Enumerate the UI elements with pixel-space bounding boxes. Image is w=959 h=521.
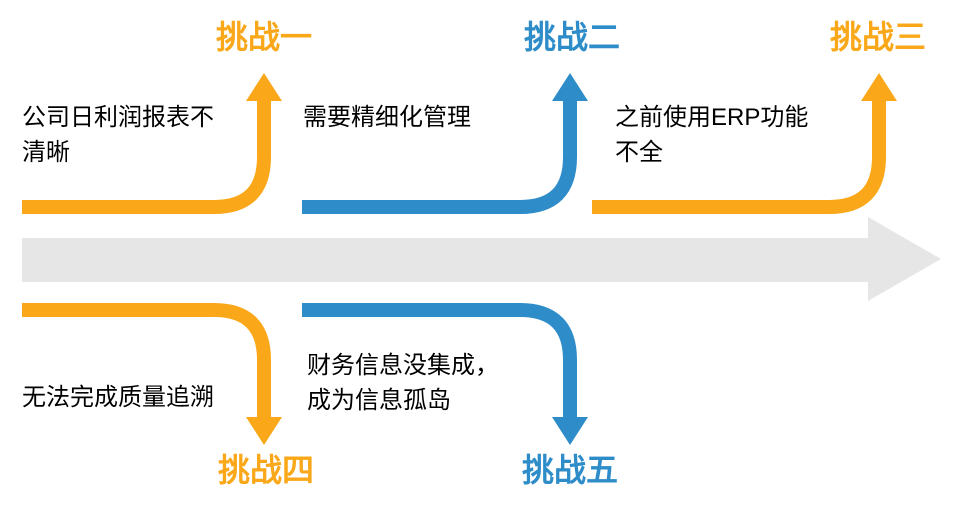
- challenge5-desc: 财务信息没集成， 成为信息孤岛: [307, 352, 499, 414]
- challenge3-label: 挑战三: [830, 19, 927, 55]
- challenge2-arrow-line: [302, 100, 577, 214]
- timeline-arrow: [22, 217, 941, 301]
- challenge5-arrow-line: [302, 303, 577, 418]
- challenge1-label: 挑战一: [216, 19, 313, 55]
- challenge3-arrowhead: [861, 73, 897, 101]
- challenge2-desc: 需要精细化管理: [303, 104, 471, 131]
- challenge3-desc: 之前使用ERP功能 不全: [615, 104, 809, 166]
- challenge1-arrowhead: [246, 73, 282, 101]
- challenge4-desc: 无法完成质量追溯: [22, 384, 214, 411]
- challenge2-label: 挑战二: [524, 19, 621, 55]
- challenge5-arrowhead: [552, 417, 588, 445]
- challenge1-desc: 公司日利润报表不 清晰: [22, 104, 214, 166]
- challenge4-label: 挑战四: [218, 452, 315, 488]
- challenge4-arrowhead: [246, 417, 282, 445]
- challenge1-arrow-line: [22, 100, 271, 214]
- challenge3-arrow-line: [592, 100, 886, 214]
- challenge2-arrowhead: [552, 73, 588, 101]
- challenge5-label: 挑战五: [522, 452, 619, 488]
- challenge4-arrow-line: [22, 303, 271, 418]
